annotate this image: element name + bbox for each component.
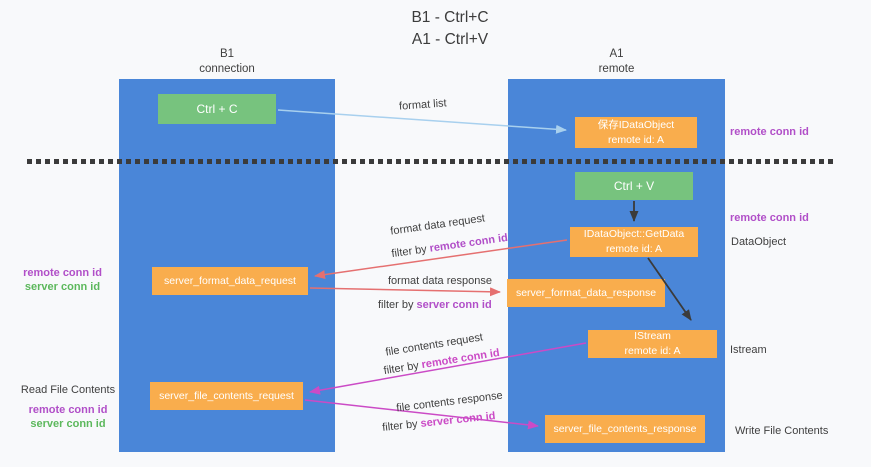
ctrl-c-label: Ctrl + C xyxy=(196,102,238,116)
node-ctrl-c: Ctrl + C xyxy=(158,94,276,124)
getdata-line2: remote id: A xyxy=(605,243,663,255)
lane-header-a1: A1 remote xyxy=(508,47,725,77)
save-idataobject-line2: remote id: A xyxy=(607,133,665,146)
lane-b1-role: connection xyxy=(199,62,255,75)
format-list-label: format list xyxy=(398,97,448,113)
diagram-title: B1 - Ctrl+C A1 - Ctrl+V xyxy=(310,7,590,52)
lane-a1-role: remote xyxy=(598,62,635,75)
title-line-1: B1 - Ctrl+C xyxy=(411,9,489,26)
server-file-contents-response-label: server_file_contents_response xyxy=(553,422,697,435)
read-file-contents-label: Read File Contents xyxy=(20,384,116,396)
node-server-file-contents-response: server_file_contents_response xyxy=(545,415,705,443)
lane-b1-name: B1 xyxy=(219,48,235,60)
filter-by-text: filter by xyxy=(390,243,428,261)
format-data-request-label: format data request xyxy=(389,212,486,238)
node-idataobject-getdata: IDataObject::GetData remote id: A xyxy=(570,227,698,257)
phase-separator-dashed-line xyxy=(27,159,833,164)
node-server-file-contents-request: server_file_contents_request xyxy=(150,382,303,410)
right-remote-conn-id-2: remote conn id xyxy=(730,212,809,224)
left-bottom-annotation: Read File Contents remote conn id server… xyxy=(13,383,123,431)
getdata-line1: IDataObject::GetData xyxy=(583,228,685,241)
node-istream: IStream remote id: A xyxy=(588,330,717,358)
server-file-contents-request-label: server_file_contents_request xyxy=(159,389,294,402)
ctrl-v-label: Ctrl + V xyxy=(613,179,655,193)
node-ctrl-v: Ctrl + V xyxy=(575,172,693,200)
left-server-conn-id-2: server conn id xyxy=(30,418,106,430)
lane-a1-name: A1 xyxy=(609,48,624,60)
right-remote-conn-id-1: remote conn id xyxy=(730,126,809,138)
title-line-2: A1 - Ctrl+V xyxy=(411,31,489,49)
left-remote-conn-id-2: remote conn id xyxy=(28,404,108,416)
save-idataobject-line1: 保存IDataObject xyxy=(597,118,675,131)
server-format-data-request-label: server_format_data_request xyxy=(164,274,296,287)
filter-by-text: filter by xyxy=(381,418,419,434)
format-data-response-arrow xyxy=(309,287,501,297)
write-file-contents-label: Write File Contents xyxy=(735,425,829,437)
left-remote-conn-id-1: remote conn id xyxy=(23,267,102,279)
format-data-response-label: format data response xyxy=(388,275,492,287)
istream-annotation: Istream xyxy=(730,344,767,356)
istream-line1: IStream xyxy=(634,330,671,343)
node-server-format-data-response: server_format_data_response xyxy=(507,279,665,307)
server-format-data-response-label: server_format_data_response xyxy=(515,286,657,299)
server-conn-id-text: server conn id xyxy=(419,410,496,430)
dataobject-annotation: DataObject xyxy=(731,236,787,248)
left-mid-annotation: remote conn id server conn id xyxy=(15,266,110,294)
istream-line2: remote id: A xyxy=(624,345,681,357)
server-conn-id-text: server conn id xyxy=(416,299,492,311)
filter-by-text: filter by xyxy=(378,299,414,311)
filter-by-remote-conn-id-label-1: filter byremote conn id xyxy=(391,232,509,260)
filter-by-text: filter by xyxy=(382,359,420,378)
remote-conn-id-text: remote conn id xyxy=(428,231,509,255)
node-server-format-data-request: server_format_data_request xyxy=(152,267,308,295)
left-server-conn-id-1: server conn id xyxy=(24,281,101,293)
lane-header-b1: B1 connection xyxy=(119,47,335,77)
node-save-idataobject: 保存IDataObject remote id: A xyxy=(575,117,697,148)
